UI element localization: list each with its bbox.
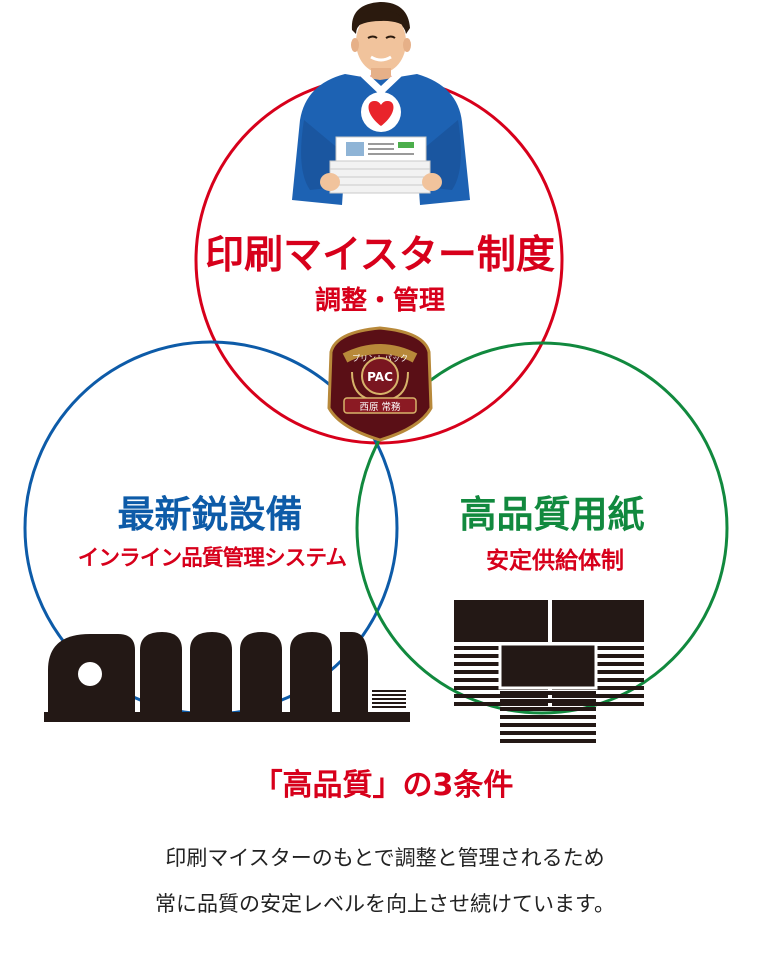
badge-name: 西原 常務 [359, 401, 401, 413]
conditions-heading: 「高品質」の3条件 [252, 768, 514, 803]
left-circle-subtitle: インライン品質管理システム [77, 546, 347, 571]
right-circle-title: 高品質用紙 [459, 493, 645, 536]
circle-right-green [355, 341, 729, 715]
badge-logo: PAC [367, 370, 393, 384]
person-icon [292, 2, 470, 205]
description-line-2: 常に品質の安定レベルを向上させ続けています。 [155, 892, 615, 916]
top-circle-subtitle: 調整・管理 [314, 286, 445, 316]
badge-icon: プリントパック PAC 西原 常務 [327, 326, 433, 442]
paper-stack-icon [454, 600, 644, 743]
printing-press-icon [44, 632, 410, 722]
right-circle-subtitle: 安定供給体制 [486, 548, 624, 574]
top-circle-title: 印刷マイスター制度 [205, 233, 555, 278]
description-line-1: 印刷マイスターのもとで調整と管理されるため [165, 846, 605, 870]
left-circle-title: 最新鋭設備 [117, 493, 303, 536]
